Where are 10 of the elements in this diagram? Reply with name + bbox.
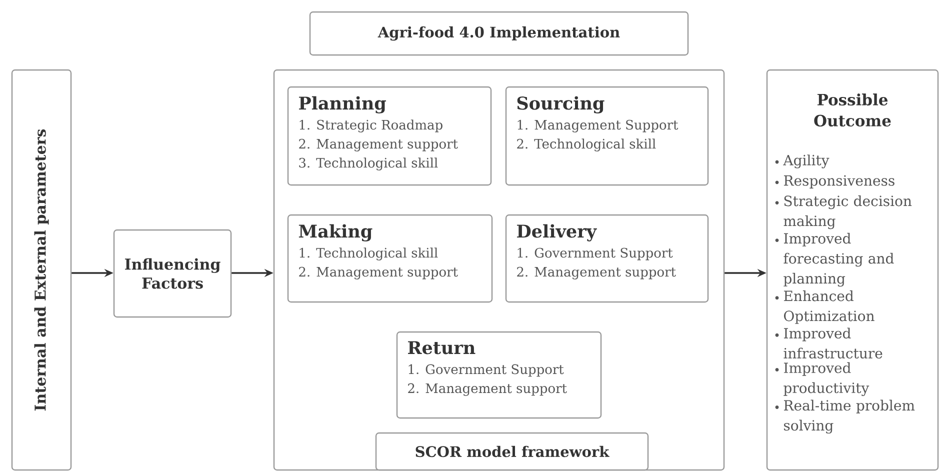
process-box: Return 1. Government Support 2. Management support xyxy=(396,331,602,419)
process-box: Sourcing 1. Management Support 2. Technological skill xyxy=(505,86,709,186)
title-box: Agri-food 4.0 Implementation xyxy=(309,11,689,56)
parameter-box: Internal and External parameters xyxy=(11,69,72,471)
process-box: Planning 1. Strategic Roadmap 2. Management support 3. Technological skill xyxy=(287,86,492,186)
process-box: Influencing Factors xyxy=(113,229,232,318)
outcome-box: Possible Outcome Agility Responsiveness Strategic decision making Improved forecasting and planning Enhanced Optimization Improved infrastructure Improved productivity Real-time problem solving xyxy=(766,69,939,471)
title-box: SCOR model framework xyxy=(375,432,649,471)
process-box: Delivery 1. Government Support 2. Management support xyxy=(505,214,709,303)
process-box: Making 1. Technological skill 2. Management support xyxy=(287,214,493,303)
